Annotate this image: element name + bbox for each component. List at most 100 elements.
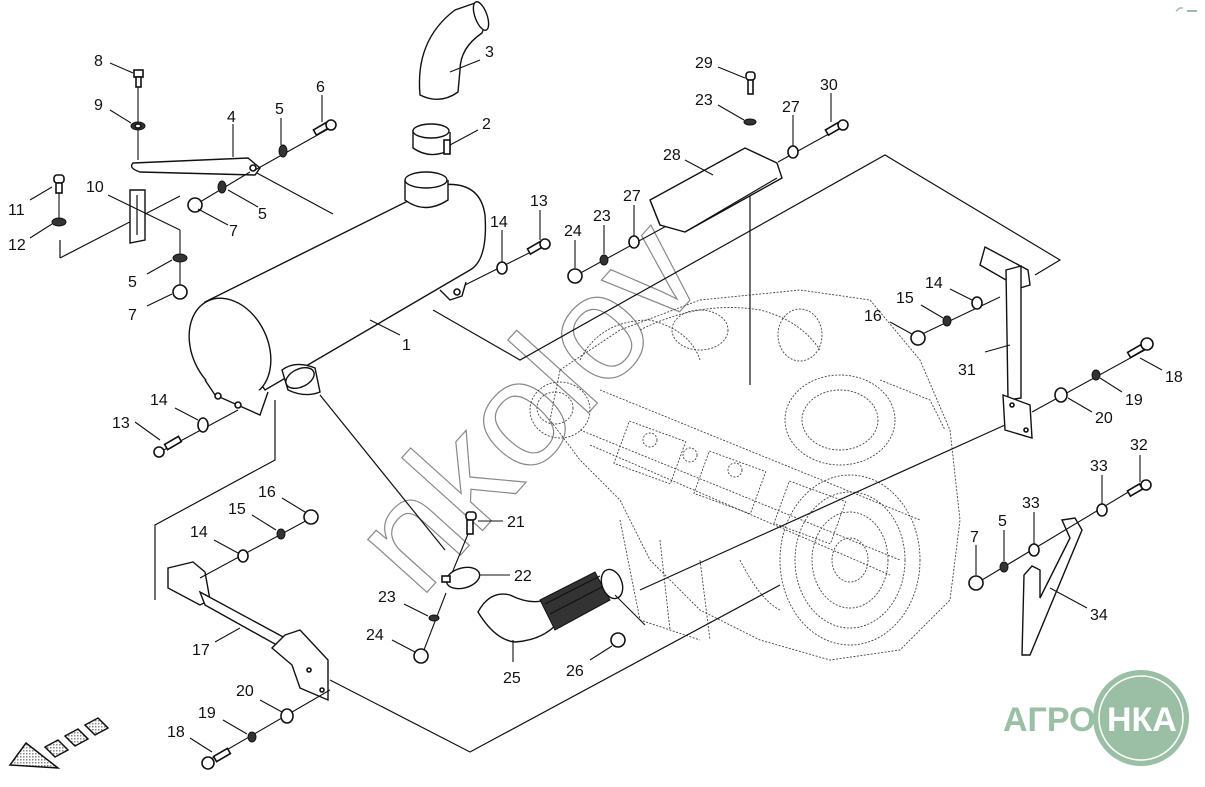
- bolt-13-upper: [526, 238, 551, 256]
- washer-23-upper: [599, 254, 609, 266]
- callout-19-right: 19: [1125, 392, 1143, 409]
- washer-14-upper: [496, 261, 508, 275]
- support-bracket-17-assembly: 17 14 15 16 20 19 18: [167, 484, 331, 770]
- washer-19-right: [1091, 369, 1101, 381]
- callout-18-lower: 18: [167, 724, 185, 741]
- heat-shield-assembly: 28 29 23 27 30: [649, 55, 849, 233]
- bolt-13-left: [153, 435, 183, 458]
- bolt-8: [133, 69, 144, 88]
- assembly-frames: [59, 154, 1062, 753]
- bolt-30: [824, 119, 849, 137]
- callout-14-right: 14: [925, 275, 943, 292]
- flex-pipe-assembly: 25 26: [477, 568, 646, 687]
- callout-7-right: 7: [970, 529, 979, 546]
- clamp-top: 2: [412, 116, 491, 156]
- callout-16-lower: 16: [258, 484, 276, 501]
- support-strap-assembly: 4 8 9 5 6 5 7: [94, 53, 337, 240]
- callout-23-upper: 23: [593, 208, 611, 225]
- callout-25: 25: [503, 670, 521, 687]
- washer-5-right: [999, 561, 1009, 573]
- bolt-18-lower: [201, 747, 232, 770]
- corner-mark-icon: [1175, 7, 1197, 12]
- callout-33-right: 33: [1090, 458, 1108, 475]
- nut-24-lower: [413, 648, 429, 664]
- washer-27-upper: [628, 235, 640, 249]
- bolt-32: [1126, 479, 1152, 498]
- callout-27-right: 27: [782, 99, 800, 116]
- callout-23-top: 23: [695, 92, 713, 109]
- callout-12: 12: [8, 237, 26, 254]
- washer-15-right: [942, 315, 952, 327]
- washer-12: [51, 217, 67, 227]
- callout-16-right: 16: [864, 308, 882, 325]
- callout-14-left: 14: [150, 392, 168, 409]
- callout-5-top: 5: [275, 101, 284, 118]
- engine-block: [529, 289, 961, 661]
- callout-15-right: 15: [896, 290, 914, 307]
- callout-17: 17: [192, 642, 210, 659]
- callout-30: 30: [820, 77, 838, 94]
- nut-24-upper: [567, 268, 583, 284]
- bolt-29: [745, 71, 756, 95]
- callout-18-right: 18: [1165, 369, 1183, 386]
- bracket-10-assembly: 10 11 12 5 7: [8, 174, 188, 324]
- nut-16-right: [910, 330, 926, 346]
- callout-7-mid: 7: [229, 223, 238, 240]
- washer-5-low: [172, 253, 188, 263]
- washer-33-left: [1028, 543, 1040, 557]
- nut-7-mid: [187, 197, 203, 213]
- callout-15-lower: 15: [228, 501, 246, 518]
- washer-23-top: [743, 118, 757, 126]
- callout-3: 3: [485, 44, 494, 61]
- washer-27-right: [787, 145, 799, 159]
- bolt-6: [312, 119, 337, 137]
- callout-5-right: 5: [998, 513, 1007, 530]
- callout-21: 21: [507, 514, 525, 531]
- bracket-34-assembly: 34 7 5 33 33 32: [968, 437, 1152, 656]
- callout-29: 29: [695, 55, 713, 72]
- nut-26: [610, 632, 626, 648]
- callout-8: 8: [94, 53, 103, 70]
- callout-14-upper: 14: [490, 214, 508, 231]
- callout-6: 6: [316, 79, 325, 96]
- callout-19-lower: 19: [198, 705, 216, 722]
- elbow-pipe: 3: [418, 1, 494, 100]
- callout-26: 26: [566, 663, 584, 680]
- callout-34: 34: [1090, 607, 1108, 624]
- callout-27-upper: 27: [623, 188, 641, 205]
- muffler: 1: [188, 171, 487, 416]
- callout-10: 10: [86, 179, 104, 196]
- callout-23-lower: 23: [378, 589, 396, 606]
- support-bracket-31-assembly: 31 14 15 16 20 19 18: [864, 245, 1183, 439]
- callout-7-low: 7: [128, 307, 137, 324]
- callout-24-upper: 24: [564, 223, 582, 240]
- callout-2: 2: [482, 116, 491, 133]
- callout-24-lower: 24: [366, 627, 384, 644]
- callout-13-left: 13: [112, 415, 130, 432]
- callout-32: 32: [1130, 437, 1148, 454]
- muffler-lower-hardware: 13 14: [112, 392, 239, 458]
- washer-14-left: [197, 417, 209, 433]
- callout-20-lower: 20: [236, 683, 254, 700]
- bolt-11: [53, 174, 65, 194]
- washer-19-lower: [247, 731, 257, 743]
- callout-14-lower: 14: [190, 524, 208, 541]
- agronka-logo: АГРО НКА: [1003, 670, 1189, 766]
- callout-11: 11: [8, 202, 25, 219]
- callout-20-right: 20: [1095, 410, 1113, 427]
- washer-14-lower: [237, 549, 249, 563]
- callout-5-low: 5: [128, 274, 137, 291]
- callout-9: 9: [94, 97, 103, 114]
- washer-14-right: [971, 296, 983, 310]
- callout-31: 31: [958, 362, 976, 379]
- washer-23-lower: [428, 614, 440, 622]
- clamp-lower-assembly: 21 22 23 24: [366, 511, 532, 664]
- callout-28: 28: [663, 147, 681, 164]
- spacer-20-lower: [280, 708, 294, 724]
- callout-5-mid: 5: [258, 206, 267, 223]
- spacer-20-right: [1054, 387, 1068, 403]
- bolt-21: [465, 511, 477, 535]
- washer-5-mid: [217, 180, 227, 194]
- logo-text-left: АГРО: [1003, 701, 1096, 739]
